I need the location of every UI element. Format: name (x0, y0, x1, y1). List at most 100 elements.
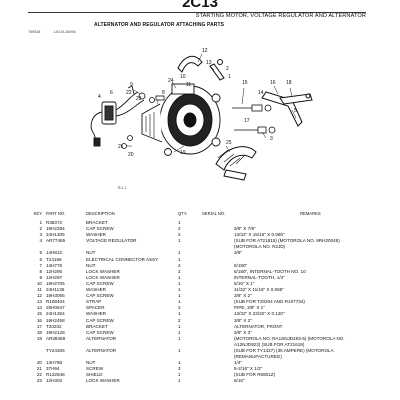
hardware-drawing (121, 92, 276, 149)
table-qty: 1 (178, 372, 181, 378)
table-qty: 1 (178, 238, 181, 244)
callout-9: 9 (130, 82, 133, 88)
table-key: 22 (36, 372, 42, 378)
table-remarks: (SUB FOR TY1427) (35 AMPERE) (MOTOROLA (234, 347, 334, 353)
table-description: VOLTAGE REGULATOR (86, 238, 137, 244)
table-remarks: 3/8" (234, 250, 243, 256)
table-description: CAP SCREW (86, 317, 114, 323)
callout-5: 5 (294, 108, 297, 114)
table-key: 12 (36, 293, 42, 299)
shield-drawing (215, 146, 257, 181)
table-qty: 1 (178, 378, 181, 384)
callout-15: 15 (242, 80, 248, 86)
table-qty: 1 (178, 360, 181, 366)
table-description: LOCK WASHER (86, 378, 120, 384)
table-part-no: 24H1364 (46, 311, 65, 317)
table-description: LOCK WASHER (86, 268, 120, 274)
table-key: 10 (36, 280, 42, 286)
callout-11: 11 (186, 82, 191, 88)
table-key: 13 (36, 299, 42, 305)
table-key: 2 (39, 226, 42, 232)
table-remarks: (SUB FOR AT21815) (MOTOROLA NO. 9RH20048… (234, 238, 340, 244)
table-qty: 1 (178, 287, 181, 293)
table-description: CAP SCREW (86, 329, 114, 335)
table-part-no: 19H2705 (46, 280, 65, 286)
callout-18: 18 (286, 80, 292, 86)
table-part-no: 24H1305 (46, 232, 65, 238)
callout-1: 1 (228, 74, 231, 80)
table-description: LOCK WASHER (86, 274, 120, 280)
table-part-no: 12H303 (46, 378, 63, 384)
table-description: NUT (86, 360, 96, 366)
table-qty: 1 (178, 329, 181, 335)
table-part-no: 19H2284 (46, 226, 65, 232)
table-key: 6 (39, 256, 42, 262)
table-description: ALTERNATOR (86, 335, 117, 341)
callout-16: 16 (270, 80, 276, 86)
table-qty: 2 (178, 305, 181, 311)
strap-drawing (177, 55, 225, 81)
ref-mid: -UN-01JAN94 (53, 30, 76, 34)
header-key: KEY (33, 211, 42, 216)
table-qty: 1 (178, 280, 181, 286)
table-description: NUT (86, 262, 96, 268)
table-part-no: AR38458 (46, 335, 66, 341)
table-header: KEY PART NO. DESCRIPTION QTY. SERIAL NO.… (0, 211, 400, 219)
illustration-ref: T69538 -UN-01JAN94 (28, 30, 88, 34)
callout-10: 10 (180, 74, 186, 80)
voltage-regulator-drawing (90, 85, 145, 147)
table-qty: 1 (178, 256, 181, 262)
table-remarks: 13/32" X 15/16" X 0.065" (234, 232, 285, 238)
table-qty: 1 (178, 293, 181, 299)
table-description: WASHER (86, 232, 106, 238)
table-remarks: PIPE, 3/8" X 1" (234, 305, 265, 311)
table-key: 21 (36, 366, 42, 372)
table-remarks: 5/180" (234, 262, 248, 268)
callout-14: 14 (258, 90, 264, 96)
leader-lines (126, 53, 297, 153)
table-key: 17 (36, 323, 42, 329)
callout-8: 8 (162, 90, 165, 96)
table-description: SHIELD (86, 372, 103, 378)
header-remarks: REMARKS (300, 211, 321, 216)
table-row: A12NJD923) (SUB FOR AT21619) (0, 342, 400, 348)
table-key: 3 (39, 232, 42, 238)
table-key: 20 (36, 360, 42, 366)
table-remarks: 11/32" X 11/16" X 0.065" (234, 287, 284, 293)
table-qty: 1 (178, 323, 181, 329)
callout-numbers: 12 13 2 1 9 22 23 24 10 11 8 7 4 6 15 14… (98, 48, 297, 158)
table-part-no: TY24306 (46, 347, 65, 353)
table-part-no: 12H295 (46, 268, 63, 274)
table-part-no: 12H297 (46, 274, 63, 280)
callout-2: 2 (226, 66, 229, 72)
callout-17: 17 (244, 118, 250, 124)
table-part-no: 14H786 (46, 360, 63, 366)
table-description: WASHER (86, 311, 106, 317)
table-remarks: 3/8" X 2" (234, 317, 252, 323)
table-qty: 1 (178, 250, 181, 256)
table-description: WASHER (86, 287, 106, 293)
front-bracket-drawing (261, 91, 313, 127)
table-description: BRACKET (86, 220, 108, 225)
table-description: SCREW (86, 366, 104, 372)
table-description: SPACER (86, 305, 105, 311)
section-title: STARTING MOTOR, VOLTAGE REGULATOR AND AL… (195, 13, 366, 19)
table-description: CAP SCREW (86, 226, 114, 232)
table-qty: 3 (178, 366, 181, 372)
